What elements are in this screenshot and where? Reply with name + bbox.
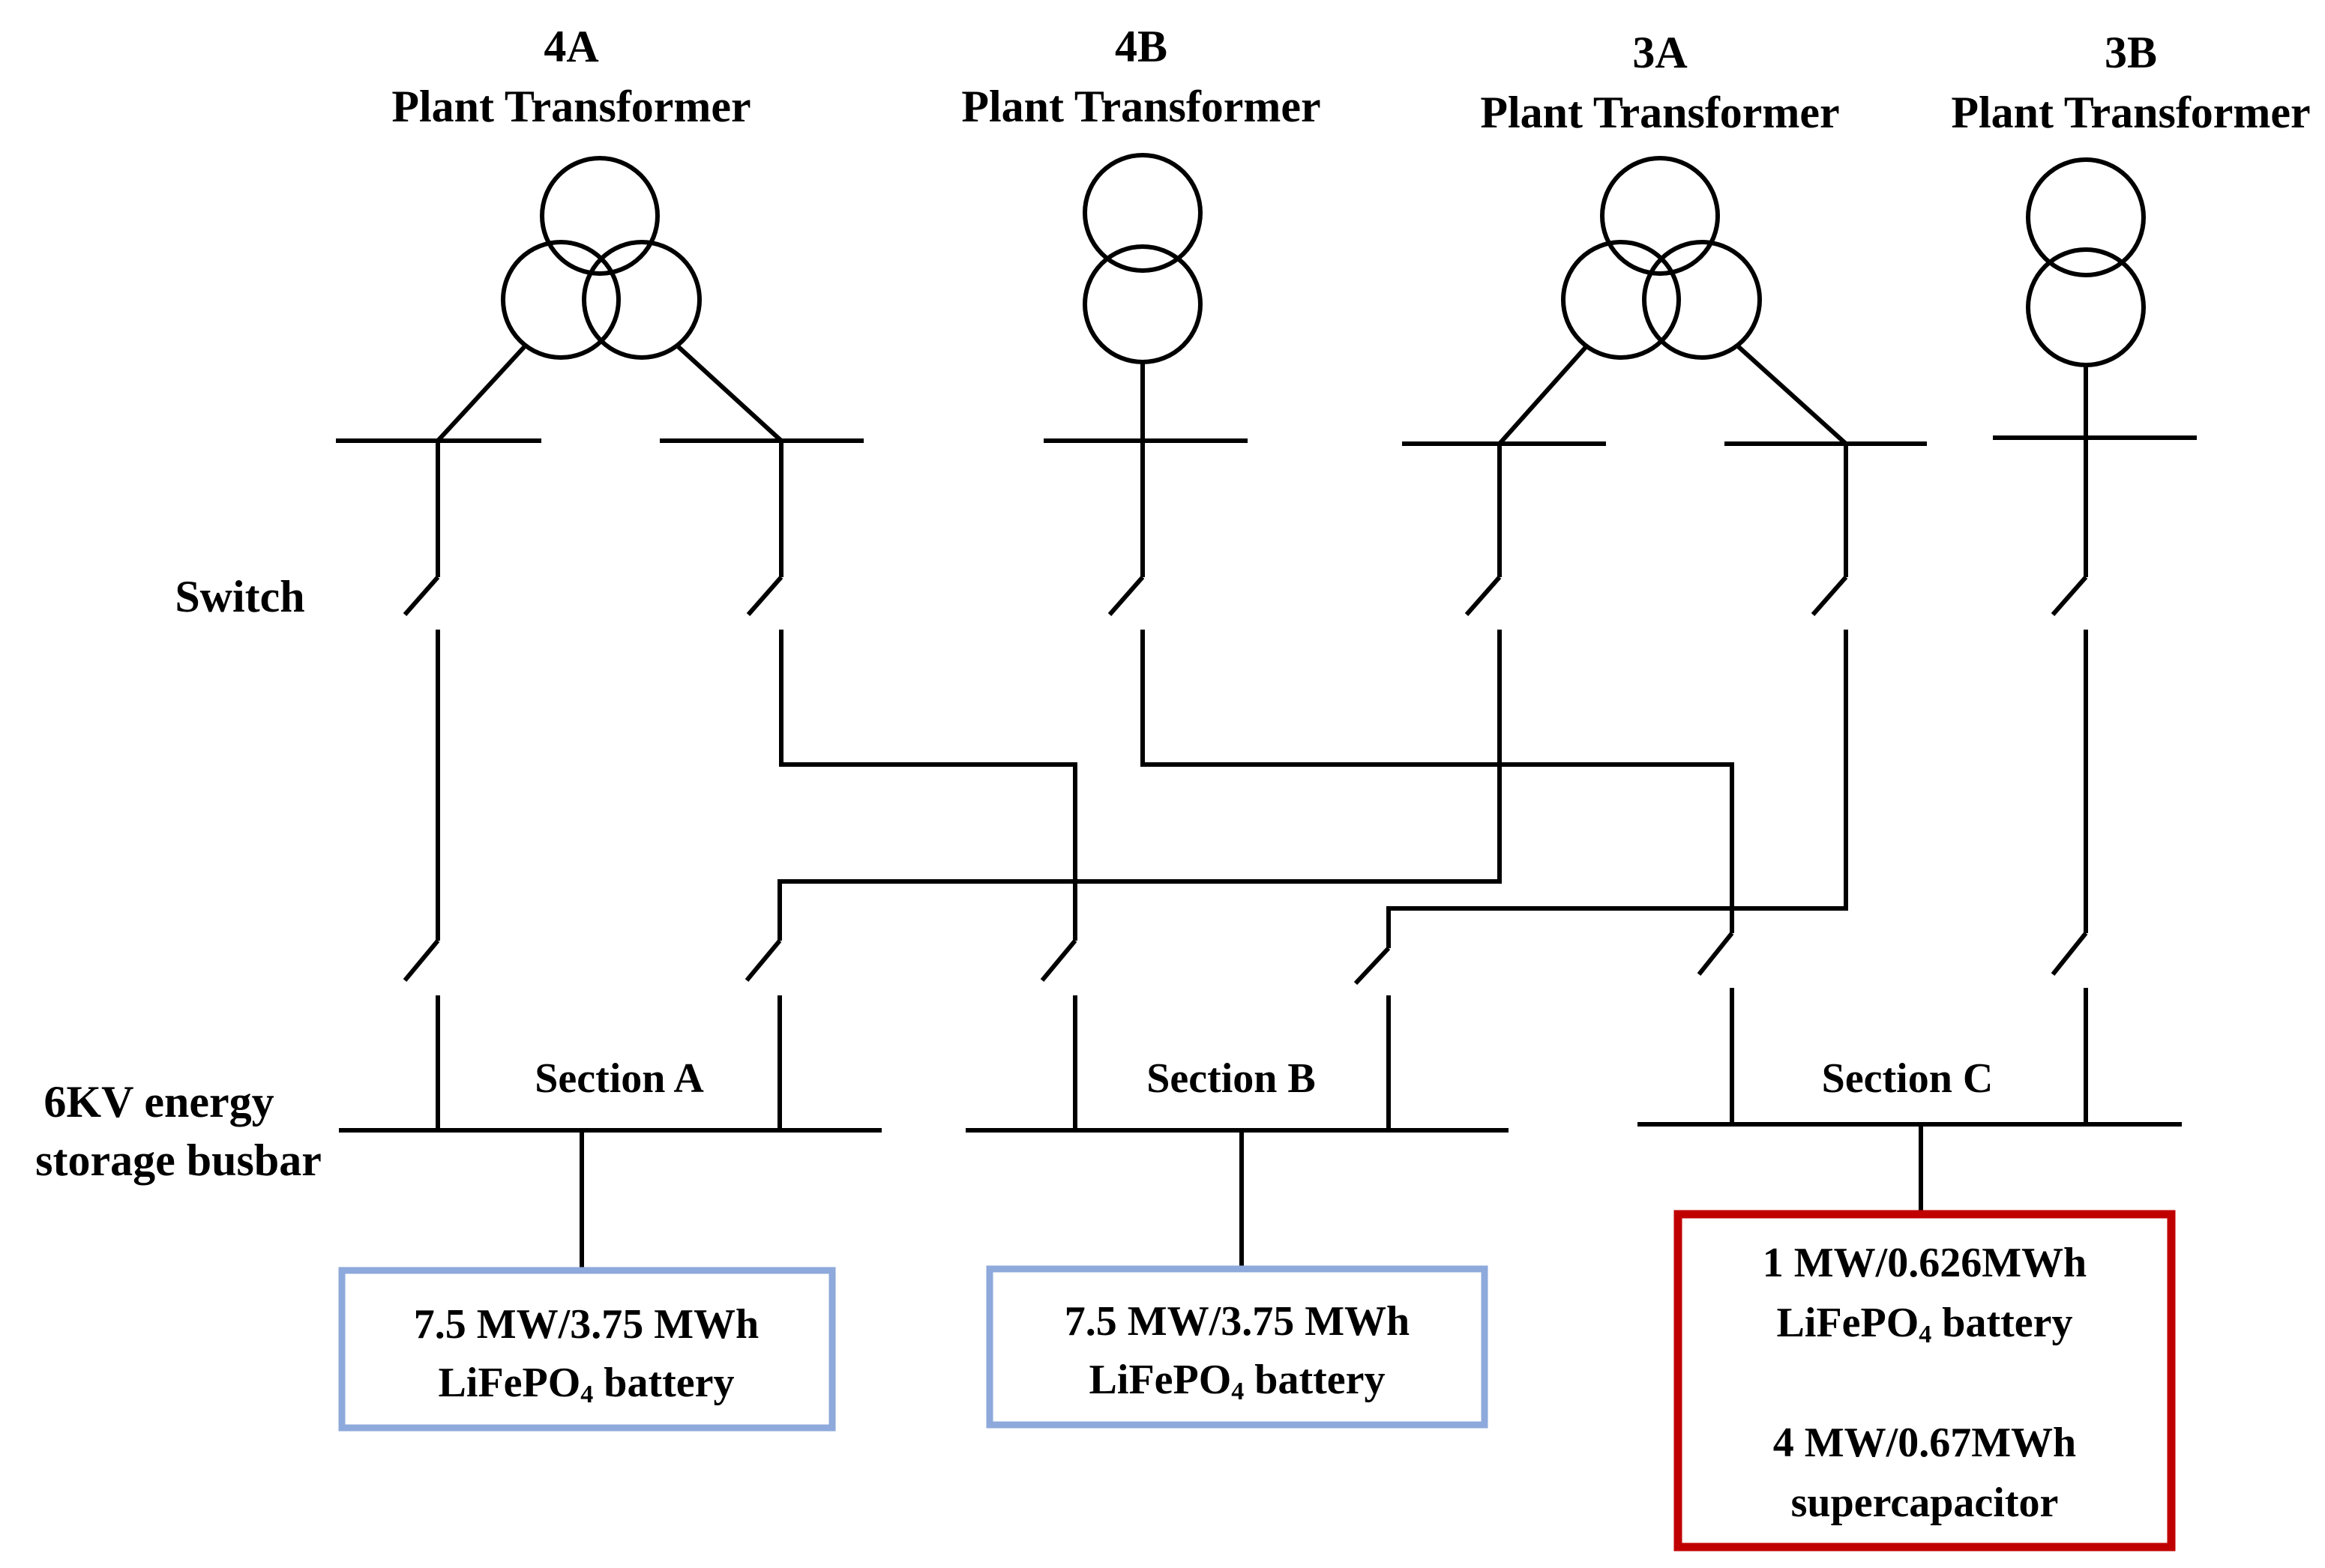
transformer-4a-name: Plant Transformer (391, 82, 751, 131)
storage-a-rating: 7.5 MW/3.75 MWh (414, 1301, 759, 1348)
storage-box-c: 1 MW/0.626MWh LiFePO4 battery 4 MW/0.67M… (1673, 1210, 2176, 1552)
section-a-label: Section A (535, 1055, 704, 1102)
busbars (339, 1122, 2182, 1133)
storage-box-a-frame (338, 1267, 836, 1432)
transformer-3a-symbol (1497, 156, 1848, 446)
transformer-4a-id: 4A (544, 22, 598, 71)
transformer-3a-name: Plant Transformer (1480, 88, 1839, 137)
storage-b-rating: 7.5 MW/3.75 MWh (1065, 1298, 1410, 1345)
storage-a-type: LiFePO4 battery (439, 1360, 735, 1408)
storage-c-battery-rating: 1 MW/0.626MWh (1763, 1240, 2087, 1286)
storage-box-b: 7.5 MW/3.75 MWh LiFePO4 battery (986, 1265, 1488, 1429)
transformer-4b-name: Plant Transformer (961, 82, 1320, 131)
transformer-4b-symbol (1083, 153, 1203, 441)
storage-box-c-frame (1673, 1210, 2176, 1552)
transformer-3b-symbol (2026, 157, 2146, 438)
storage-c-battery-type: LiFePO4 battery (1777, 1300, 2073, 1348)
transformer-3a-id: 3A (1632, 28, 1687, 77)
busbar-feeders (436, 988, 2088, 1130)
storage-connectors (580, 1124, 1923, 1270)
transformer-4a-symbol (436, 156, 783, 443)
section-b-label: Section B (1146, 1055, 1316, 1102)
storage-b-type: LiFePO4 battery (1089, 1357, 1386, 1405)
storage-box-b-frame (986, 1265, 1488, 1429)
storage-box-a: 7.5 MW/3.75 MWh LiFePO4 battery (338, 1267, 836, 1432)
transformer-4b-id: 4B (1115, 22, 1167, 71)
transformer-output-bars (336, 435, 2197, 446)
storage-c-supercap-rating: 4 MW/0.67MWh (1773, 1420, 2076, 1466)
interconnect-wiring (436, 630, 2088, 948)
busbar-label-line2: storage busbar (35, 1136, 322, 1185)
transformer-3b-name: Plant Transformer (1951, 88, 2310, 137)
storage-c-supercap-type: supercapacitor (1791, 1480, 2059, 1526)
transformer-3b-id: 3B (2105, 28, 2157, 77)
lower-switches (403, 932, 2088, 986)
upper-switches (403, 576, 2088, 616)
switch-label: Switch (175, 572, 304, 621)
section-c-label: Section C (1822, 1055, 1994, 1102)
busbar-label-line1: 6KV energy (43, 1077, 274, 1127)
upper-drops (436, 438, 2088, 577)
